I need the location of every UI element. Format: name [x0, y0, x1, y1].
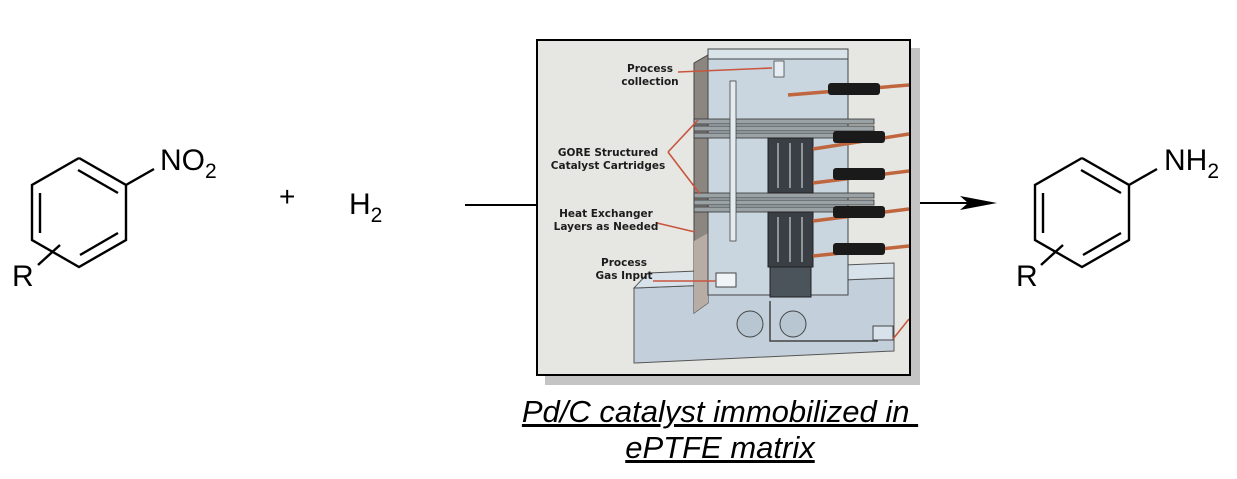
- catalyst-caption: Pd/C catalyst immobilized in ePTFE matri…: [440, 394, 1000, 466]
- hydrogen-main: H: [349, 188, 371, 221]
- plus-sign: +: [279, 181, 296, 212]
- product-r-label: R: [1016, 260, 1038, 293]
- base-port-left: [736, 310, 764, 338]
- label-gas-input: Process Gas Input: [595, 257, 653, 282]
- amine-bond: [1128, 167, 1158, 187]
- nitro-group-main: NO: [160, 144, 205, 177]
- reactor-illustration: [632, 48, 909, 364]
- label-catalyst-cartridges: GORE Structured Catalyst Cartridges: [550, 147, 666, 172]
- amine-group-main: NH: [1164, 144, 1208, 177]
- arrowhead-icon: [960, 196, 997, 210]
- reactor-figure: Process collection GORE Structured Catal…: [536, 39, 911, 376]
- reactant-structure: [30, 156, 155, 269]
- benzene-ring: [30, 156, 155, 269]
- r-bond: [37, 244, 61, 266]
- caption-line-2: ePTFE matrix: [625, 430, 815, 465]
- nitro-bond: [125, 167, 155, 187]
- leader-lines: [653, 67, 909, 340]
- benzene-ring: [1033, 156, 1158, 269]
- r-bond: [1040, 244, 1064, 266]
- nitro-group-label: NO2: [160, 144, 217, 183]
- hydrogen-label: H2: [349, 188, 382, 227]
- base-port-right: [779, 310, 807, 338]
- base-outlet: [872, 325, 894, 341]
- catalyst-cartridges: [767, 137, 814, 298]
- amine-group-sub: 2: [1207, 160, 1220, 183]
- collection-nozzle: [773, 60, 785, 78]
- label-heat-exchanger: Heat Exchanger Layers as Needed: [553, 208, 659, 233]
- gas-input-port: [715, 272, 737, 288]
- amine-group-label: NH2: [1164, 144, 1219, 183]
- thermocouple-pipes: [787, 83, 909, 258]
- nitro-group-sub: 2: [205, 160, 217, 183]
- label-process-collection: Process collection: [621, 63, 679, 88]
- product-structure: [1033, 156, 1158, 269]
- hydrogen-sub: 2: [370, 204, 383, 227]
- reactant-r-label: R: [12, 260, 34, 293]
- caption-line-1: Pd/C catalyst immobilized in: [521, 394, 919, 429]
